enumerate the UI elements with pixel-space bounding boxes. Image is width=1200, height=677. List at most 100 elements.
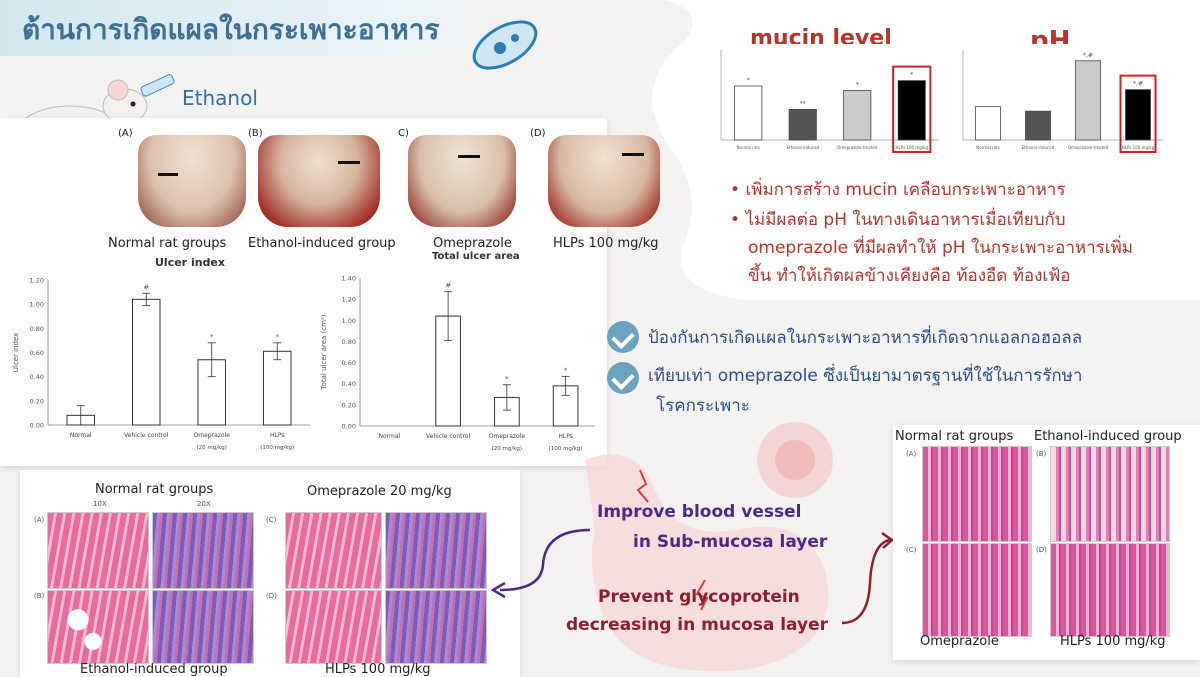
significance-marker: * [276,333,280,341]
bullet-2: • ไม่มีผลต่อ pH ในทางเดินอาหารเมื่อเทียบ… [730,210,1066,230]
significance-marker: * [910,72,913,79]
page-title: ต้านการเกิดแผลในกระเพาะอาหาร [22,13,440,46]
histo-image [47,512,149,589]
check-2-cont: โรคกระเพาะ [656,396,750,416]
histo-left-omeprazole: Omeprazole 20 mg/kg [307,484,452,499]
y-tick-label: 0.80 [342,338,356,346]
bar [897,80,926,141]
x-tick-label: Omeprazole-treated [1068,145,1109,150]
bar [1125,89,1151,141]
x-tick-label: HLPs [270,432,285,439]
significance-marker: # [445,282,451,290]
stomach-photo-omeprazole [408,135,516,227]
x-tick-label: Omeprazole [194,432,231,439]
histo-right-normal: Normal rat groups [895,429,1014,444]
stomach-illustration [585,422,833,672]
histo-image [285,590,382,664]
significance-marker: * [210,333,214,341]
bar [734,85,763,141]
y-tick-label: 0.20 [30,397,44,405]
y-tick-label: 1.00 [30,301,44,309]
x-tick-label: Omeprazole-treated [837,145,878,150]
histo-image [385,590,487,664]
histo-left-hlps: HLPs 100 mg/kg [325,662,431,677]
significance-marker: * [747,77,750,84]
panel-label-b: (B) [248,128,263,139]
histo-right-b: (B) [1036,450,1047,458]
panel-label-d: (D) [530,128,546,139]
x-tick-label: Normal rats [976,145,1000,150]
x-tick-label: (100 mg/kg) [549,446,583,452]
caption-hlps: HLPs 100 mg/kg [553,236,659,251]
x-tick-label: Normal [70,432,92,439]
glyco-label-2: decreasing in mucosa layer [566,615,828,635]
ethanol-label: Ethanol [182,86,258,110]
arrow-right-icon [841,531,895,625]
blood-vessel-label-1: Improve blood vessel [597,502,802,522]
y-tick-label: 1.20 [342,296,356,304]
x-tick-label: (100 mg/kg) [260,445,294,451]
histo-left-b: (B) [34,592,45,600]
histo-right-a: (A) [906,450,917,458]
bar [975,106,1001,141]
histo-right-c: (C) [906,546,917,554]
x-tick-label: Vehicle control [124,432,168,439]
significance-marker: ** [800,100,806,107]
ulcer-area-title: Total ulcer area [432,251,520,262]
bar [1075,60,1101,141]
mucin-chart: * Normal rats ** Ethanol-induced * Omeprazole… [705,44,945,164]
x-tick-label: Normal rats [737,145,761,150]
y-tick-label: 0.00 [30,422,44,430]
histo-image [47,590,149,664]
x-tick-label: (20 mg/kg) [492,446,522,452]
x-tick-label: Ethanol-induced [1022,145,1055,150]
histo-right-ethanol: Ethanol-induced group [1034,429,1182,444]
caption-normal: Normal rat groups [108,236,227,251]
y-tick-label: 0.40 [342,380,356,388]
bullet-1: • เพิ่มการสร้าง mucin เคลือบกระเพาะอาหาร [730,180,1066,200]
check-icon [607,362,639,394]
bullet-2-cont-a: omeprazole ที่มีผลทำให้ pH ในกระเพาะอาหา… [748,238,1133,258]
significance-marker: # [143,283,149,291]
bar [131,298,161,426]
stomach-photo-normal [138,135,246,227]
histo-image [152,590,254,664]
histo-left-d: (D) [266,592,277,600]
highlight-box [1119,74,1157,154]
check-icon [607,321,639,353]
arrow-left-icon [490,528,591,599]
stomach-photo-hlps [548,135,660,227]
highlight-box [892,65,932,154]
significance-marker: *,# [1133,81,1143,88]
histo-left-a: (A) [34,516,45,524]
caption-ethanol: Ethanol-induced group [248,236,396,251]
bullet-2-cont-b: ขึ้น ทำให้เกิดผลข้างเคียงคือ ท้องอืด ท้อ… [748,266,1071,286]
ph-chart: Normal rats Ethanol-induced *,# Omeprazole-… [947,44,1169,164]
histo-image [922,543,1032,637]
y-tick-label: 0.60 [30,349,44,357]
panel-label-c: C) [398,128,409,139]
bar [1025,110,1051,141]
histo-left-ethanol: Ethanol-induced group [80,662,228,677]
mag-20x: 20X [197,500,211,508]
significance-marker: * [856,82,859,89]
x-tick-label: HLPs 100 mg/kg [896,145,929,150]
bullet-2-text: ไม่มีผลต่อ pH ในทางเดินอาหารเมื่อเทียบกั… [745,210,1066,230]
x-tick-label: Ethanol-induced [786,145,819,150]
y-tick-label: 1.00 [342,317,356,325]
y-tick-label: 0.00 [342,423,356,431]
histo-image [152,512,254,589]
title-band [0,0,540,56]
x-tick-label: Normal [379,433,401,440]
bar [843,90,872,141]
x-tick-label: HLPs [558,433,573,440]
bullet-1-text: เพิ่มการสร้าง mucin เคลือบกระเพาะอาหาร [745,180,1066,200]
blood-vessel-label-2: in Sub-mucosa layer [633,532,828,552]
ulcer-index-title: Ulcer index [155,256,225,269]
significance-marker: * [505,375,509,383]
y-tick-label: 0.80 [30,325,44,333]
y-tick-label: 0.40 [30,373,44,381]
check-2-text: เทียบเท่า omeprazole ซึ่งเป็นยามาตรฐานที… [648,366,1083,386]
